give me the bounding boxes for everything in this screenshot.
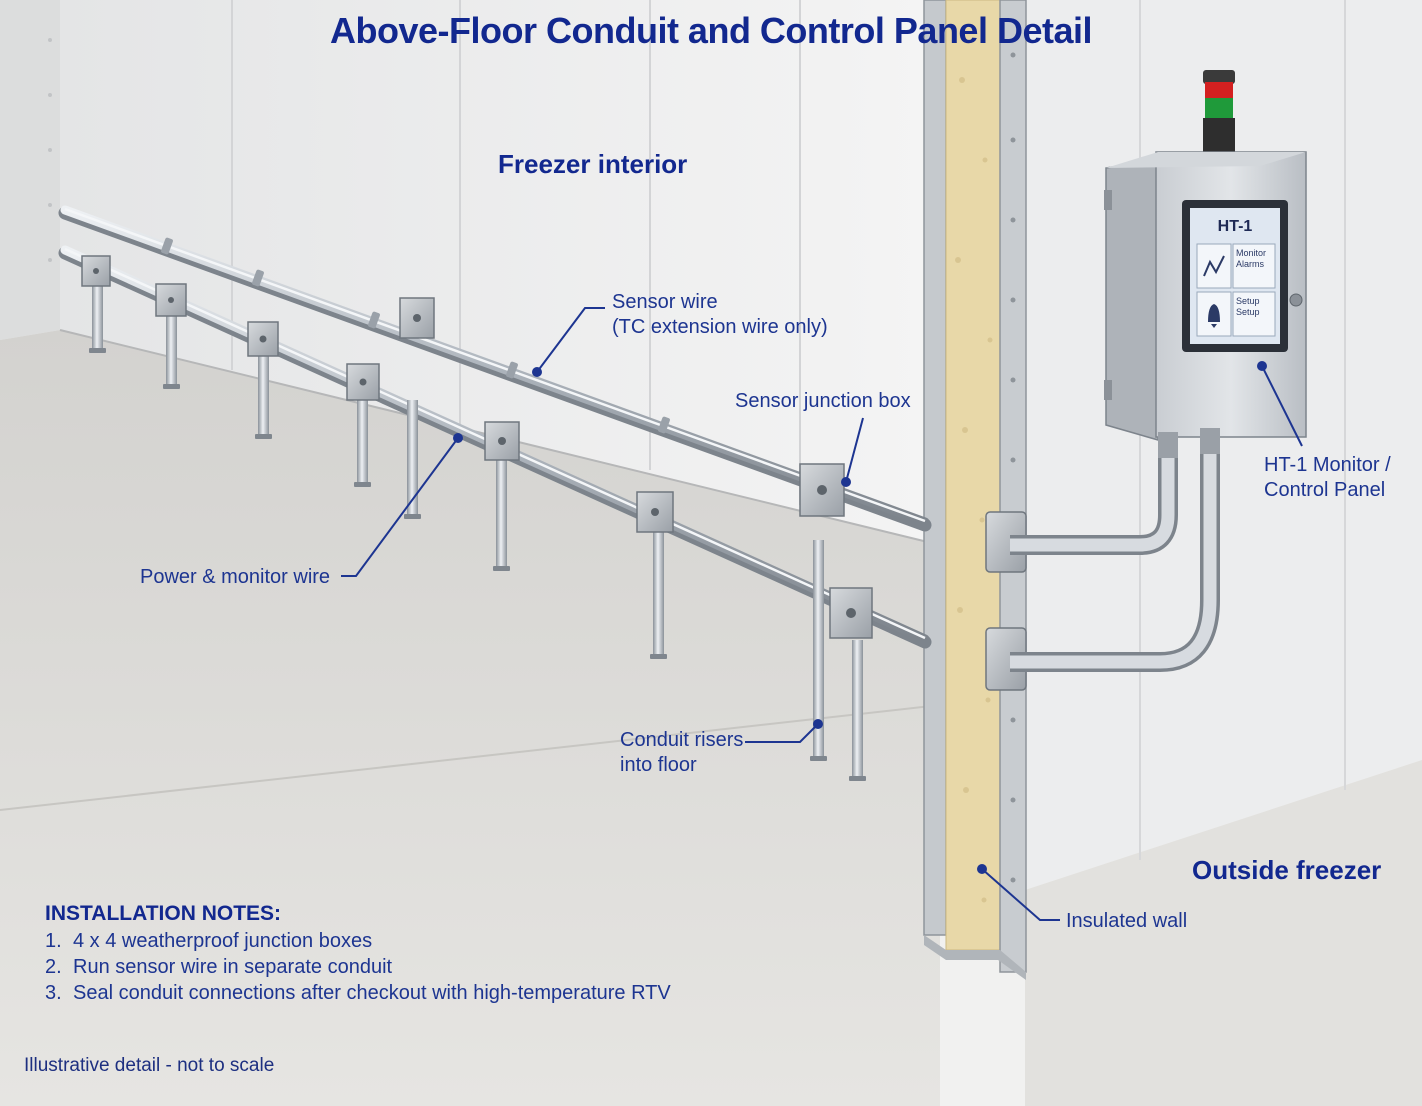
note-number: 1. (45, 930, 62, 952)
panel-monitor-line2: Alarms (1236, 259, 1265, 269)
callout-control-panel-line1: HT-1 Monitor / (1264, 454, 1391, 476)
floor-risers (89, 280, 866, 781)
region-label-exterior: Outside freezer (1192, 855, 1382, 885)
callout-sensor-wire: Sensor wire (TC extension wire only) (612, 290, 828, 340)
scale-disclaimer: Illustrative detail - not to scale (24, 1055, 275, 1076)
installation-notes-list: 1. 4 x 4 weatherproof junction boxes 2. Ru… (45, 930, 671, 1008)
panel-screen-heading: HT-1 (1217, 218, 1253, 235)
callout-insulated-wall: Insulated wall (1066, 910, 1188, 932)
note-text: 4 x 4 weatherproof junction boxes (73, 930, 373, 952)
junction-box-knockouts (93, 268, 856, 618)
control-panel-screen[interactable] (1182, 200, 1288, 352)
callout-conduit-risers-line2: into floor (620, 754, 697, 776)
panel-screen-monitor-label[interactable]: Monitor Alarms (1236, 248, 1266, 270)
installation-note: 1. 4 x 4 weatherproof junction boxes (45, 930, 671, 953)
wall-rivets (48, 38, 52, 262)
panel-setup-line2: Setup (1236, 307, 1260, 317)
note-text: Seal conduit connections after checkout … (73, 982, 671, 1004)
callout-sensor-wire-line2: (TC extension wire only) (612, 316, 828, 338)
callout-control-panel-line2: Control Panel (1264, 479, 1386, 501)
panel-monitor-line1: Monitor (1236, 248, 1267, 258)
callout-conduit-risers: Conduit risers into floor (620, 728, 743, 778)
trend-line-icon (1203, 255, 1225, 277)
insulated-wall-section (923, 0, 1027, 980)
callout-control-panel: HT-1 Monitor / Control Panel (1264, 453, 1391, 503)
panel-screen-setup-label[interactable]: Setup Setup (1236, 296, 1260, 318)
region-label-interior: Freezer interior (498, 149, 688, 179)
exterior-floor (1025, 760, 1422, 1106)
callout-power-monitor-wire: Power & monitor wire (140, 566, 331, 588)
note-number: 3. (45, 982, 62, 1004)
callout-sensor-wire-line1: Sensor wire (612, 291, 718, 313)
leader-dots (453, 361, 1267, 874)
panel-setup-line1: Setup (1236, 296, 1260, 306)
interior-back-wall (60, 0, 940, 545)
page-title: Above-Floor Conduit and Control Panel De… (329, 10, 1093, 51)
callout-conduit-risers-line1: Conduit risers (620, 729, 744, 751)
callout-sensor-junction-box: Sensor junction box (735, 390, 911, 412)
note-number: 2. (45, 956, 62, 978)
installation-note: 2. Run sensor wire in separate conduit (45, 956, 671, 979)
leader-lines (341, 307, 1303, 921)
wall-penetration-conduits (985, 430, 1220, 691)
interior-side-wall (0, 0, 60, 340)
bell-icon (1208, 304, 1220, 328)
interior-floor (0, 330, 940, 1106)
control-panel-enclosure (1104, 70, 1307, 458)
installation-notes-heading: INSTALLATION NOTES: (45, 902, 282, 925)
note-text: Run sensor wire in separate conduit (73, 956, 393, 978)
sensor-conduit (58, 205, 932, 532)
installation-note: 3. Seal conduit connections after checkou… (45, 982, 671, 1005)
floor-joint (0, 704, 941, 811)
